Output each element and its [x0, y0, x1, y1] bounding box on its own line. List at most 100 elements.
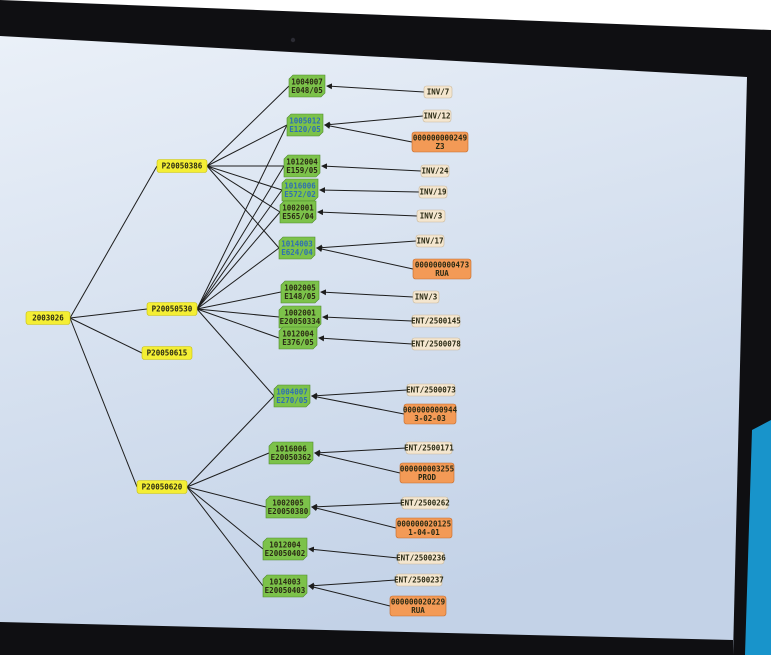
item-node-label: 1014003	[281, 239, 313, 248]
edge-o1-i5	[206, 165, 281, 213]
edge-root-o1	[69, 165, 158, 319]
edge-o4-i13	[186, 486, 264, 550]
edge-o2-i7	[196, 291, 282, 310]
item-node-label: 1012004	[286, 157, 318, 166]
payment-node-label: RUA	[411, 606, 425, 615]
invoice-node-label: ENT/2500078	[411, 340, 461, 349]
invoice-node-d4[interactable]: INV/24	[420, 164, 450, 178]
monitor-bottom-bezel	[0, 622, 733, 655]
invoice-node-d16[interactable]: ENT/2500262	[400, 496, 450, 510]
item-node-shape	[286, 113, 324, 137]
invoice-node-shape	[411, 337, 461, 351]
item-node-shape	[278, 326, 318, 350]
invoice-node-label: INV/19	[419, 188, 447, 197]
item-node-label: 1012004	[282, 329, 314, 338]
edge-d12-i10	[311, 389, 408, 399]
invoice-node-d6[interactable]: INV/3	[416, 209, 446, 223]
edge-o2-i5	[196, 211, 281, 310]
invoice-node-shape	[422, 109, 452, 123]
edge-d6-i5	[317, 209, 418, 217]
edge-o1-i6	[206, 165, 280, 249]
item-node-label: E20050380	[268, 507, 309, 516]
invoice-node-label: INV/7	[427, 88, 450, 97]
item-node-label: 1002001	[284, 308, 316, 317]
payment-node-label: 000000020125	[397, 519, 451, 528]
item-node-label: 1002001	[282, 203, 314, 212]
invoice-node-d1[interactable]: INV/7	[423, 85, 453, 99]
invoice-node-shape	[411, 314, 461, 328]
invoice-node-d14[interactable]: ENT/2500171	[404, 441, 454, 455]
invoice-node-d7[interactable]: INV/17	[415, 234, 445, 248]
payment-node-shape	[389, 595, 447, 617]
root-node-label: 2003026	[32, 314, 64, 323]
item-node-shape	[279, 200, 317, 224]
invoice-node-d10[interactable]: ENT/2500145	[411, 314, 461, 328]
edge-o2-i6	[196, 247, 280, 310]
order-node-o1[interactable]: P20050386	[156, 159, 208, 173]
invoice-node-label: ENT/2500236	[396, 554, 446, 563]
edge-d9-i7	[320, 289, 414, 298]
invoice-node-shape	[412, 290, 440, 304]
edge-o2-i10	[196, 308, 275, 397]
invoice-node-shape	[423, 85, 453, 99]
item-node-label: E624/04	[281, 248, 313, 257]
invoice-node-shape	[395, 573, 443, 587]
root-node-root[interactable]: 2003026	[25, 311, 71, 325]
invoice-node-label: INV/3	[420, 212, 443, 221]
edge-d4-i3	[321, 163, 422, 172]
invoice-node-d11[interactable]: ENT/2500078	[411, 337, 461, 351]
payment-node-label: 1-04-01	[408, 528, 440, 537]
edge-root-o3	[69, 317, 143, 354]
order-node-o2[interactable]: P20050530	[146, 302, 198, 316]
payment-node-shape	[412, 258, 472, 280]
invoice-node-d18[interactable]: ENT/2500236	[396, 551, 446, 565]
payment-node-label: 000000000944	[403, 405, 458, 414]
invoice-node-d5[interactable]: INV/19	[418, 185, 448, 199]
item-node-label: 1002005	[272, 498, 304, 507]
item-node-label: 1014003	[269, 577, 301, 586]
screen-area	[0, 36, 747, 655]
order-node-o3[interactable]: P20050615	[141, 346, 193, 360]
edge-d19-i14	[308, 579, 397, 589]
order-node-label: P20050615	[147, 349, 188, 358]
edge-d16-i12	[311, 502, 403, 510]
order-node-o4[interactable]: P20050620	[136, 480, 188, 494]
invoice-node-d2[interactable]: INV/12	[422, 109, 452, 123]
edge-d17-i12	[311, 505, 397, 529]
order-node-shape	[146, 302, 198, 316]
payment-node-shape	[399, 462, 455, 484]
invoice-node-d12[interactable]: ENT/2500073	[406, 383, 456, 397]
edge-d8-i6	[316, 246, 414, 270]
invoice-node-shape	[418, 185, 448, 199]
edge-d5-i4	[319, 187, 420, 194]
edge-d15-i11	[314, 451, 401, 474]
monitor-edge-highlight	[745, 420, 771, 655]
invoice-node-d9[interactable]: INV/3	[412, 290, 440, 304]
invoice-node-d19[interactable]: ENT/2500237	[394, 573, 444, 587]
edge-o2-i3	[196, 165, 285, 310]
payment-node-label: PROD	[418, 473, 437, 482]
item-node-label: 1002005	[284, 283, 316, 292]
payment-node-shape	[411, 131, 469, 153]
